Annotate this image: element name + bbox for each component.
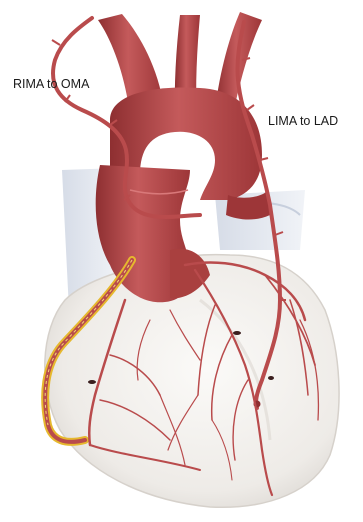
rima-label: RIMA to OMA [13,78,89,91]
lima-label: LIMA to LAD [268,115,338,128]
